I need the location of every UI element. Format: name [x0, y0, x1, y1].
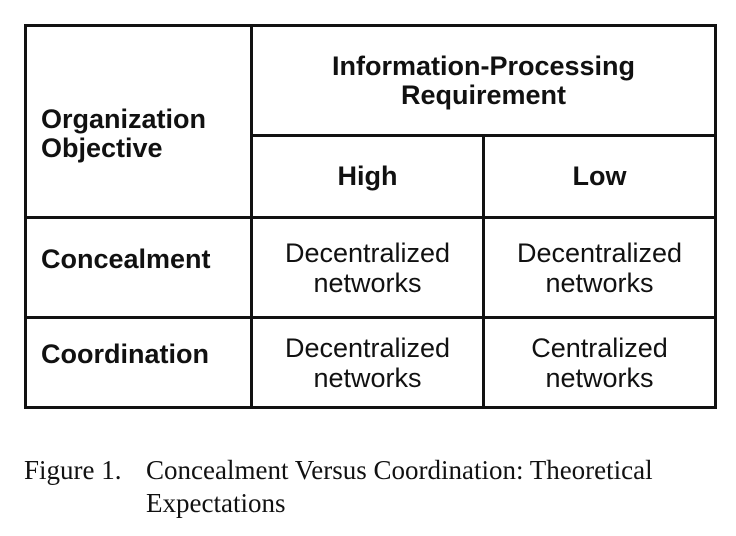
expectations-table: Organization Objective Information-Proce… [24, 24, 718, 409]
figure-caption-text: Concealment Versus Coordination: Theoret… [146, 455, 653, 518]
cell-line: networks [313, 362, 422, 393]
cell-line: networks [545, 267, 654, 298]
row-header-label-line-1: Organization [41, 103, 207, 134]
cell-line: Decentralized [284, 237, 451, 268]
column-group-header-line-1: Information-Processing [331, 50, 636, 81]
cell-coordination-high: Decentralized networks [250, 316, 485, 409]
cell-concealment-low: Decentralized networks [481, 216, 718, 319]
cell-line: networks [545, 362, 654, 393]
figure-caption-label: Figure 1. [24, 455, 122, 485]
cell-line: Decentralized [516, 237, 683, 268]
row-label-coordination: Coordination [24, 316, 253, 409]
figure-table-container: Organization Objective Information-Proce… [24, 24, 718, 409]
cell-line: networks [313, 267, 422, 298]
cell-line: Centralized [531, 332, 668, 363]
column-group-header-line-2: Requirement [400, 79, 567, 110]
column-group-header: Information-Processing Requirement [249, 24, 718, 137]
cell-coordination-low: Centralized networks [481, 316, 718, 409]
column-header-high: High [250, 134, 485, 219]
row-label-concealment: Concealment [24, 216, 253, 319]
column-header-low: Low [481, 134, 718, 219]
row-header-label: Organization Objective [24, 24, 253, 219]
row-header-label-line-2: Objective [41, 132, 163, 163]
cell-concealment-high: Decentralized networks [250, 216, 485, 319]
figure-caption: Figure 1. Concealment Versus Coordinatio… [24, 454, 724, 520]
cell-line: Decentralized [284, 332, 451, 363]
